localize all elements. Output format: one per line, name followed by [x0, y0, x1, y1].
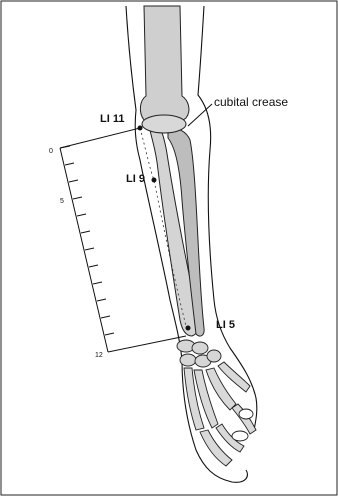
humerus-bone	[140, 6, 189, 124]
cubital-crease-label: cubital crease	[214, 95, 288, 109]
point-li5	[186, 326, 191, 331]
scale-label-bottom: 12	[95, 352, 103, 359]
point-li9-label: LI 9	[126, 173, 145, 185]
carpal-bones	[177, 340, 221, 367]
point-li11-label: LI 11	[100, 113, 124, 125]
point-li9	[152, 178, 157, 183]
hand-bones	[184, 362, 256, 466]
scale-label-top: 0	[49, 148, 53, 155]
point-li5-label: LI 5	[216, 319, 235, 331]
elbow-joint	[142, 115, 186, 133]
scale-label-mid: 5	[60, 198, 64, 205]
